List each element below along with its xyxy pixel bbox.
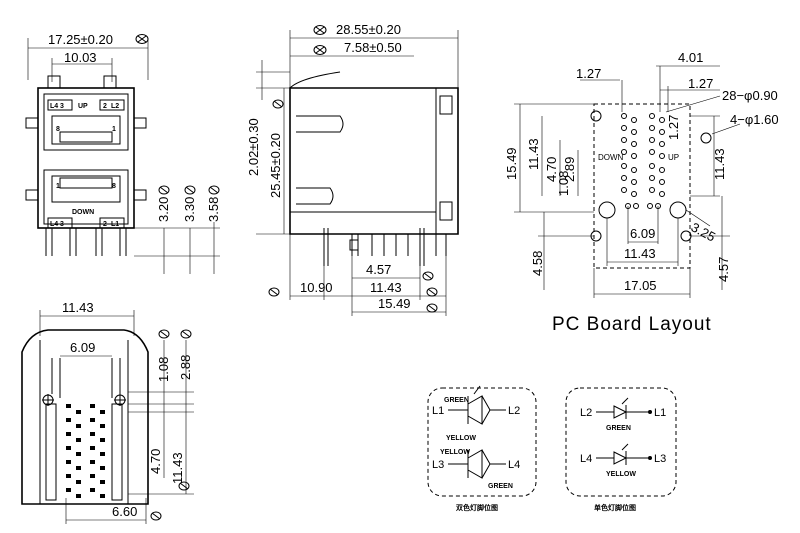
svg-text:3: 3 xyxy=(60,221,64,228)
side-b1-dim: 4.57 xyxy=(366,262,391,277)
pcb-layout: 4.01 1.27 1.27 28−φ0.90 4−φ1.60 xyxy=(504,50,779,335)
side-front-dim: 7.58±0.50 xyxy=(344,40,402,55)
dual-green-top: GREEN xyxy=(444,397,469,404)
pcb-b1-dim: 6.09 xyxy=(630,226,655,241)
upper-l2-label: L2 xyxy=(111,103,119,110)
pcb-l4-dim: 2.89 xyxy=(562,157,577,182)
pcb-l5-dim: 1.08 xyxy=(556,171,571,196)
pcb-l2-dim: 11.43 xyxy=(526,138,541,170)
front-h2-dim: 3.30 xyxy=(182,197,197,222)
side-housing xyxy=(289,87,459,235)
pcb-outline xyxy=(593,103,691,269)
ref-mark-icon xyxy=(313,45,327,55)
lower-rj45-port xyxy=(51,175,121,203)
single-l2-label: L2 xyxy=(580,407,592,419)
svg-text:8: 8 xyxy=(56,126,60,133)
svg-text:2: 2 xyxy=(103,103,107,110)
ref-mark-icon xyxy=(158,329,192,491)
side-length-dim: 28.55±0.20 xyxy=(336,22,401,37)
dual-caption: 双色灯脚位图 xyxy=(456,503,498,512)
svg-text:2: 2 xyxy=(103,221,107,228)
svg-text:8: 8 xyxy=(112,183,116,190)
dual-l3-label: L3 xyxy=(432,459,444,471)
front-width-dim: 17.25±0.20 xyxy=(48,32,113,47)
upper-up-label: UP xyxy=(78,103,88,110)
lower-l1-label: L1 xyxy=(111,221,119,228)
front-housing xyxy=(37,87,135,229)
ref-mark-icon xyxy=(422,271,434,281)
led-icon xyxy=(467,449,491,479)
single-green: GREEN xyxy=(606,425,631,432)
svg-text:1: 1 xyxy=(56,183,60,190)
side-b4-dim: 15.49 xyxy=(378,296,411,311)
pcb-down-label: DOWN xyxy=(598,153,624,162)
dual-yellow-bottom: YELLOW xyxy=(440,449,470,456)
single-l4-label: L4 xyxy=(580,453,592,465)
single-l3-label: L3 xyxy=(654,453,666,465)
side-view: 28.55±0.20 7.58±0.50 2.02±0.30 25.45±0.2… xyxy=(246,22,459,316)
dual-l2-label: L2 xyxy=(508,405,520,417)
side-height-dim: 25.45±0.20 xyxy=(268,133,283,198)
pcb-top-c-dim: 1.27 xyxy=(688,76,713,91)
led-single-diagram: L2 L1 GREEN L4 L3 YELLOW 单色灯脚位图 xyxy=(565,387,677,512)
pcb-r1-dim: 11.43 xyxy=(712,148,727,180)
bottom-housing xyxy=(21,329,149,505)
single-l1-label: L1 xyxy=(654,407,666,419)
upper-l4-label: L4 xyxy=(50,103,58,110)
bot-w1-dim: 11.43 xyxy=(62,300,94,315)
single-yellow: YELLOW xyxy=(606,471,636,478)
front-h3-dim: 3.58 xyxy=(206,197,221,222)
dual-l1-label: L1 xyxy=(432,405,444,417)
ref-mark-icon xyxy=(272,99,284,109)
pcb-top-b-dim: 1.27 xyxy=(576,66,601,81)
dual-yellow-top: YELLOW xyxy=(446,435,476,442)
bot-h2-dim: 2.88 xyxy=(178,355,193,380)
ref-mark-icon xyxy=(268,287,438,313)
side-h-small-dim: 2.02±0.30 xyxy=(246,118,261,176)
pcb-layout-title: PC Board Layout xyxy=(552,314,712,335)
side-b3-dim: 11.43 xyxy=(370,280,402,295)
bottom-pin-grid xyxy=(66,404,105,498)
dual-l4-label: L4 xyxy=(508,459,520,471)
ref-mark-icon xyxy=(313,25,327,35)
front-view: 17.25±0.20 10.03 L4 3 2 L2 UP 8 1 xyxy=(25,32,221,274)
svg-text:1: 1 xyxy=(112,126,116,133)
pcb-br-dim: 4.57 xyxy=(716,257,731,282)
bot-h4-dim: 11.43 xyxy=(170,452,185,484)
led-icon xyxy=(467,385,491,425)
pcb-r3-dim: 3.25 xyxy=(689,219,718,244)
pcb-l1-dim: 15.49 xyxy=(504,147,519,180)
pcb-top-a-dim: 4.01 xyxy=(678,50,703,65)
pcb-l3-dim: 4.70 xyxy=(544,157,559,182)
pcb-b2-dim: 11.43 xyxy=(624,246,656,261)
front-pitch-dim: 10.03 xyxy=(64,50,97,65)
front-h1-dim: 3.20 xyxy=(156,197,171,222)
dual-green-bottom: GREEN xyxy=(488,483,513,490)
led-icon xyxy=(613,397,629,419)
lower-l4-label: L4 xyxy=(50,221,58,228)
pcb-up-label: UP xyxy=(668,153,679,162)
pcb-r2-dim: 1.27 xyxy=(666,115,681,140)
bot-h3-dim: 4.70 xyxy=(148,449,163,474)
pcb-pin-holes xyxy=(621,113,665,209)
ref-mark-icon xyxy=(150,511,162,521)
bottom-view: 11.43 6.09 xyxy=(21,300,194,524)
lower-down-label: DOWN xyxy=(72,209,94,216)
bot-h1-dim: 1.08 xyxy=(156,357,171,382)
bot-w3-dim: 6.60 xyxy=(112,504,137,519)
side-b2-dim: 10.90 xyxy=(300,280,333,295)
ref-mark-icon xyxy=(158,185,220,195)
ref-mark-icon xyxy=(135,34,149,44)
led-icon xyxy=(613,443,629,465)
pcb-b3-dim: 17.05 xyxy=(624,278,657,293)
led-dual-diagram: GREEN L1 L2 YELLOW YELLOW L3 L4 GREEN 双色… xyxy=(427,385,537,512)
pcb-bl-dim: 4.58 xyxy=(530,251,545,276)
svg-text:3: 3 xyxy=(60,103,64,110)
bot-w2-dim: 6.09 xyxy=(70,340,95,355)
pcb-hole-small-dim: 28−φ0.90 xyxy=(722,88,778,103)
single-caption: 单色灯脚位图 xyxy=(594,503,636,512)
pcb-hole-large-dim: 4−φ1.60 xyxy=(730,112,779,127)
upper-rj45-port xyxy=(51,115,121,145)
